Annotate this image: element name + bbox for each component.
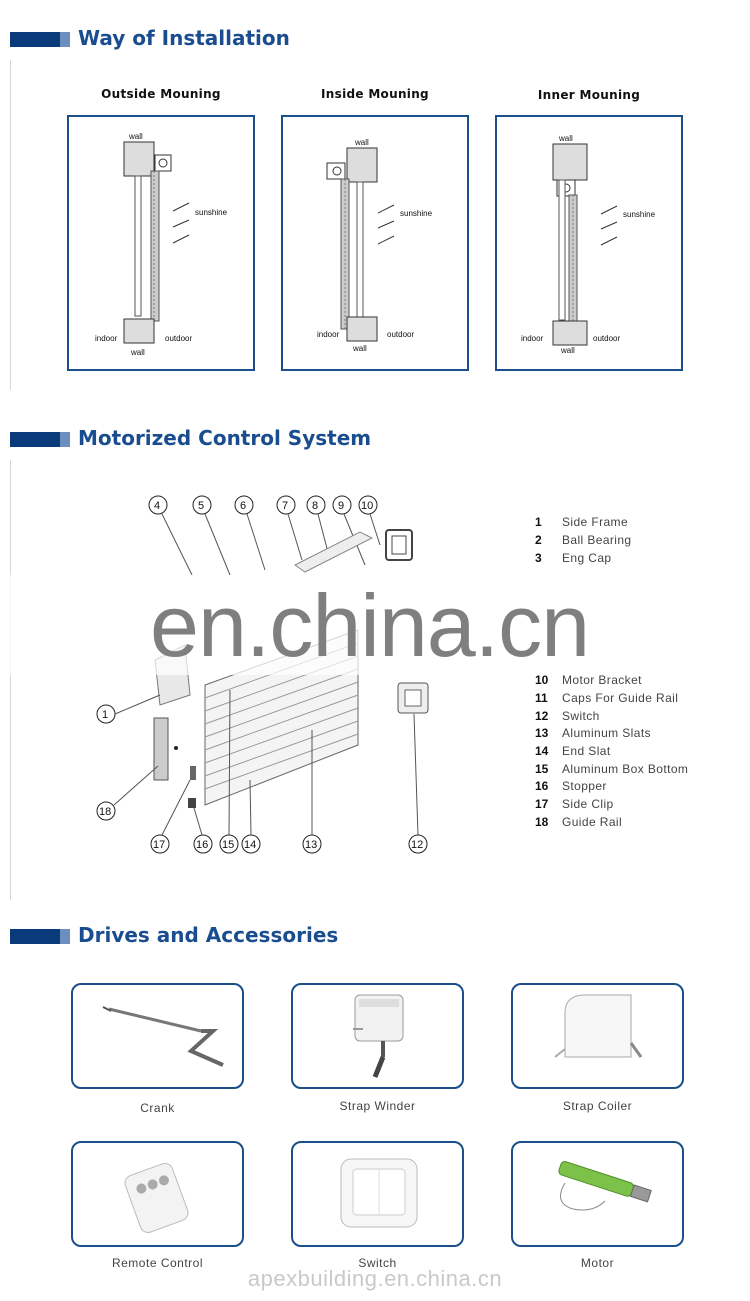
callout-10: 10 xyxy=(358,495,378,515)
svg-text:6: 6 xyxy=(240,500,246,512)
outdoor-label: outdoor xyxy=(387,330,414,339)
mount-title-outside: Outside Mouning xyxy=(101,87,221,101)
svg-text:9: 9 xyxy=(338,500,344,512)
indoor-label: indoor xyxy=(317,330,340,339)
accessory-label-motor: Motor xyxy=(580,1256,615,1270)
svg-text:13: 13 xyxy=(305,839,317,851)
wall-top-label: wall xyxy=(354,138,369,147)
crank-icon xyxy=(102,1006,224,1067)
section-title: Drives and Accessories xyxy=(78,923,339,947)
strap-winder-icon xyxy=(353,994,404,1078)
section-marker xyxy=(10,929,70,944)
tubular-motor-icon xyxy=(558,1161,652,1211)
wall-top-label: wall xyxy=(128,132,143,141)
svg-text:7: 7 xyxy=(282,500,288,512)
crank-card xyxy=(71,983,244,1089)
svg-text:10: 10 xyxy=(361,500,373,512)
wall-bottom-label: wall xyxy=(560,346,575,355)
accessory-label-remote-control: Remote Control xyxy=(111,1256,204,1270)
footer-watermark: apexbuilding.en.china.cn xyxy=(247,1266,503,1291)
svg-text:5: 5 xyxy=(198,500,204,512)
svg-text:17: 17 xyxy=(153,839,165,851)
motor-card xyxy=(511,1141,684,1247)
callout-13: 13 xyxy=(302,834,322,854)
watermark-text: en.china.cn xyxy=(150,576,590,675)
callout-16: 16 xyxy=(193,834,213,854)
strap-winder-card xyxy=(291,983,464,1089)
outside-mount-diagram: wall sunshine indoor outdoor wall xyxy=(67,115,255,371)
section-marker xyxy=(10,32,70,47)
svg-text:1: 1 xyxy=(102,709,108,721)
callout-15: 15 xyxy=(219,834,239,854)
wall-bottom-label: wall xyxy=(130,348,145,357)
inner-mount-diagram: wall sunshine indoor outdoor wall xyxy=(495,115,683,371)
sunshine-label: sunshine xyxy=(195,208,228,217)
mount-title-inside: Inside Mouning xyxy=(321,87,429,101)
callout-9: 9 xyxy=(332,495,352,515)
installation-section-header: Way of Installation xyxy=(0,20,750,60)
sunshine-label: sunshine xyxy=(623,210,656,219)
accessory-label-strap-coiler: Strap Coiler xyxy=(562,1099,633,1113)
callout-1: 1 xyxy=(96,704,116,724)
strap-coiler-card xyxy=(511,983,684,1089)
indoor-label: indoor xyxy=(521,334,544,343)
callout-17: 17 xyxy=(150,834,170,854)
mount-title-inner: Inner Mouning xyxy=(537,88,641,102)
outdoor-label: outdoor xyxy=(593,334,620,343)
callout-7: 7 xyxy=(276,495,296,515)
remote-control-card xyxy=(71,1141,244,1247)
wall-bottom-label: wall xyxy=(352,344,367,353)
accessory-label-switch: Switch xyxy=(358,1256,397,1270)
section-marker xyxy=(10,432,70,447)
svg-text:15: 15 xyxy=(222,839,234,851)
svg-text:8: 8 xyxy=(312,500,318,512)
section-divider-line xyxy=(10,460,11,900)
callout-12: 12 xyxy=(408,834,428,854)
section-title: Motorized Control System xyxy=(78,426,372,450)
section-title: Way of Installation xyxy=(78,26,290,50)
remote-control-icon xyxy=(124,1162,189,1233)
callout-4: 4 xyxy=(148,495,168,515)
strap-coiler-icon xyxy=(554,994,643,1058)
callout-6: 6 xyxy=(234,495,254,515)
motorized-section-header: Motorized Control System xyxy=(0,420,750,460)
sunshine-label: sunshine xyxy=(400,209,433,218)
callout-18: 18 xyxy=(96,801,116,821)
svg-text:18: 18 xyxy=(99,806,111,818)
callout-5: 5 xyxy=(192,495,212,515)
inside-mount-diagram: wall sunshine indoor outdoor wall xyxy=(281,115,469,371)
callout-14: 14 xyxy=(241,834,261,854)
accessory-label-strap-winder: Strap Winder xyxy=(339,1099,416,1113)
svg-text:14: 14 xyxy=(244,839,256,851)
section-divider-line xyxy=(10,60,11,390)
indoor-label: indoor xyxy=(95,334,118,343)
watermark-band: en.china.cn xyxy=(0,575,750,675)
outdoor-label: outdoor xyxy=(165,334,192,343)
switch-card xyxy=(291,1141,464,1247)
drives-section-header: Drives and Accessories xyxy=(0,917,750,957)
svg-text:4: 4 xyxy=(154,500,160,512)
svg-text:12: 12 xyxy=(411,839,423,851)
accessory-label-crank: Crank xyxy=(140,1101,175,1115)
svg-text:16: 16 xyxy=(196,839,208,851)
callout-8: 8 xyxy=(306,495,326,515)
wall-switch-icon xyxy=(340,1158,418,1228)
wall-top-label: wall xyxy=(558,134,573,143)
